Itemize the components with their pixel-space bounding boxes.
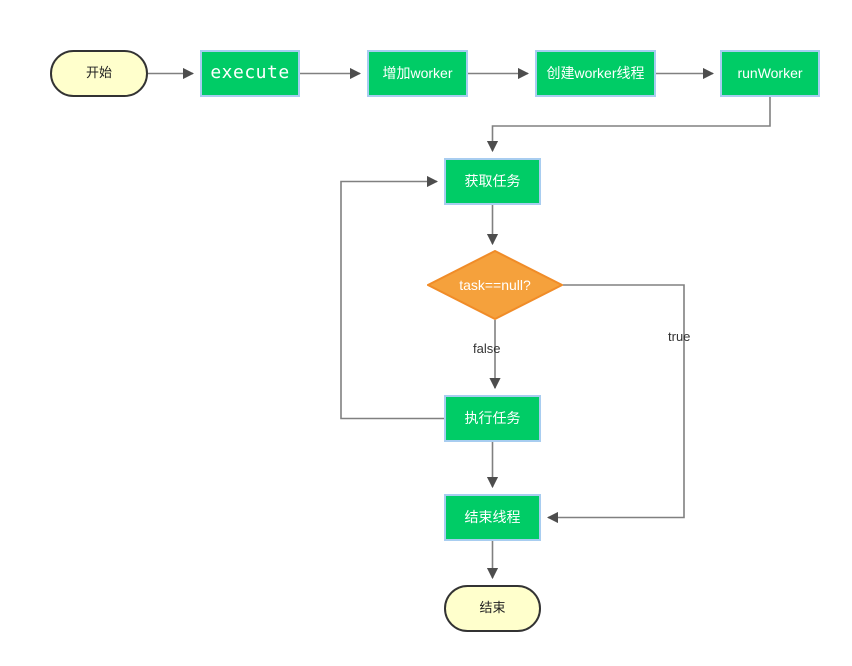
node-execute[interactable]: execute — [200, 50, 300, 97]
edge-label-false: false — [473, 341, 501, 356]
node-decision-task-null-label: task==null? — [459, 276, 531, 293]
node-add-worker-label: 增加worker — [382, 65, 453, 82]
edge-label-true: true — [668, 329, 691, 344]
node-end-thread-label: 结束线程 — [464, 509, 521, 526]
node-exec-task[interactable]: 执行任务 — [444, 395, 541, 442]
edge-exec-task-loop-to-get-task — [340, 175, 444, 420]
node-run-worker-label: runWorker — [737, 65, 803, 82]
node-create-worker-thread-label: 创建worker线程 — [546, 65, 645, 82]
node-exec-task-label: 执行任务 — [464, 410, 521, 427]
node-get-task-label: 获取任务 — [464, 173, 521, 190]
node-add-worker[interactable]: 增加worker — [367, 50, 468, 97]
node-end-label: 结束 — [479, 600, 506, 616]
node-start[interactable]: 开始 — [50, 50, 148, 97]
node-end-thread[interactable]: 结束线程 — [444, 494, 541, 541]
node-run-worker[interactable]: runWorker — [720, 50, 820, 97]
edge-decision-true-to-end-thread — [546, 284, 685, 524]
node-execute-label: execute — [210, 62, 290, 84]
node-get-task[interactable]: 获取任务 — [444, 158, 541, 205]
node-start-label: 开始 — [85, 65, 112, 81]
edge-run-worker-to-get-task — [486, 97, 771, 153]
node-decision-task-null[interactable]: task==null? — [427, 250, 563, 320]
diamond-shape-icon — [427, 250, 563, 320]
node-create-worker-thread[interactable]: 创建worker线程 — [535, 50, 656, 97]
node-end[interactable]: 结束 — [444, 585, 541, 632]
